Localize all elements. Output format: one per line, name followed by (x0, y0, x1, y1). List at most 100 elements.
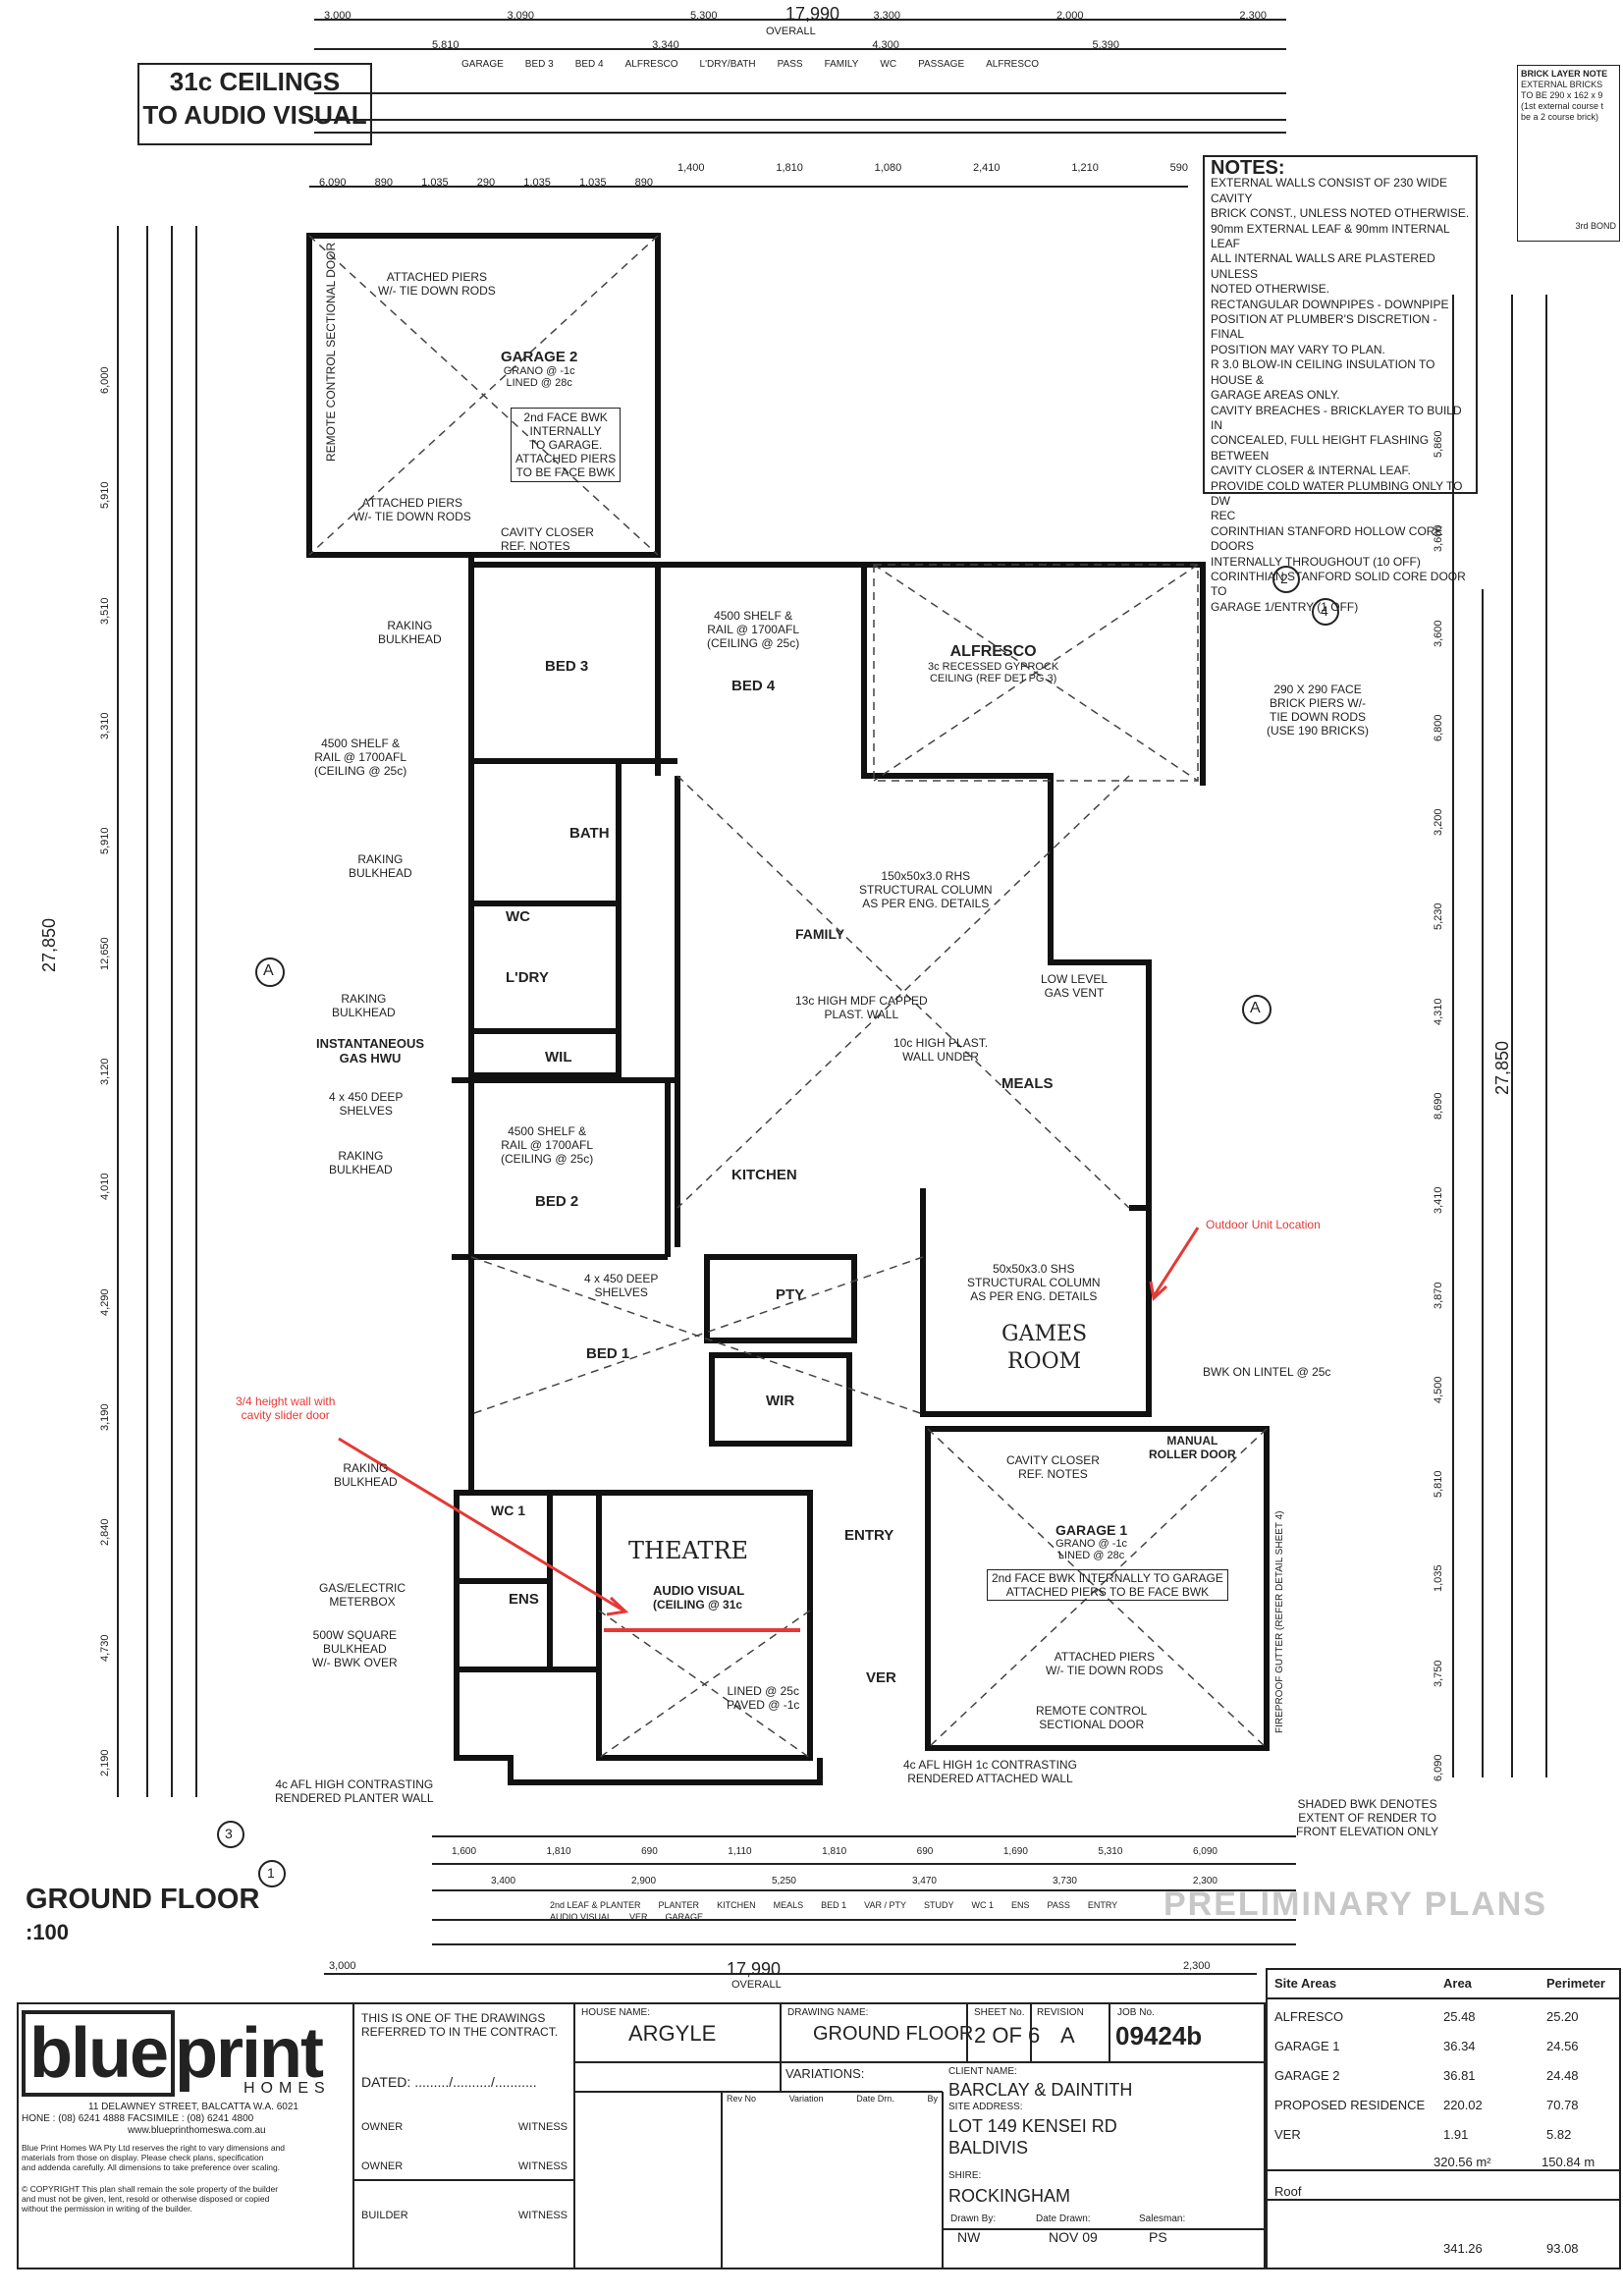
note-second-face-bwk: 2nd FACE BWK INTERNALLY TO GARAGE. ATTAC… (511, 408, 622, 482)
room-wir: WIR (766, 1393, 795, 1409)
shaded-bwk-2: EXTENT OF RENDER TO (1298, 1811, 1436, 1825)
company-web: www.blueprinthomeswa.com.au (128, 2125, 266, 2136)
bottom-outer-right: 2,300 (1183, 1960, 1211, 1972)
variation-col-3: By (927, 2094, 938, 2104)
elevation-marker-3: 3 (225, 1826, 233, 1841)
garage-dim-2: 1,035 (421, 177, 449, 189)
room-ldry: L'DRY (506, 969, 549, 986)
room-theatre: THEATRE (628, 1537, 749, 1564)
right-dim-0: 5,860 (1433, 430, 1444, 458)
mid-dim-1: 1,810 (776, 162, 803, 174)
disclaimer: Blue Print Homes WA Pty Ltd reserves the… (22, 2143, 285, 2172)
shelf-bed4-2: RAIL @ 1700AFL (707, 623, 799, 636)
right-dim-6: 4,310 (1433, 998, 1444, 1025)
shelf-bed2-2: RAIL @ 1700AFL (501, 1138, 593, 1152)
left-dim-12: 2,190 (99, 1749, 111, 1777)
garage-dim-4: 1,035 (523, 177, 551, 189)
deep-shelves-1b: SHELVES (339, 1104, 393, 1118)
audio-visual-name: AUDIO VISUAL (653, 1583, 745, 1598)
right-dim-8: 3,410 (1433, 1186, 1444, 1215)
site-area-total: 320.56 m² 150.84 m (1267, 2155, 1620, 2182)
note-remote-g1: REMOTE CONTROL SECTIONAL DOOR (1036, 1704, 1147, 1731)
overall-label-bottom: OVERALL (731, 1979, 782, 1991)
raking-2-a: RAKING (357, 852, 404, 866)
raking-2-b: BULKHEAD (349, 866, 412, 880)
room-bed-3: BED 3 (545, 658, 589, 675)
garage2-name: GARAGE 2 (501, 349, 578, 365)
raking-5-a: RAKING (343, 1461, 389, 1475)
attached-wall-2: RENDERED ATTACHED WALL (907, 1772, 1073, 1785)
bottom-dim2-3: 3,470 (911, 1876, 937, 1886)
room-bed-4: BED 4 (731, 678, 776, 694)
lined-paved-2: PAVED @ -1c (727, 1698, 800, 1712)
contract-note-1: THIS IS ONE OF THE DRAWINGS (361, 2011, 546, 2025)
manual-roller-1: MANUAL (1166, 1434, 1218, 1448)
right-dim-4: 3,200 (1433, 808, 1444, 837)
room-pty: PTY (776, 1286, 805, 1303)
bottom-dim2-1: 2,900 (630, 1876, 657, 1886)
right-dim-13: 3,750 (1433, 1660, 1444, 1687)
bottom-label-1: PLANTER (658, 1900, 700, 1910)
room-games: GAMES ROOM (1001, 1321, 1087, 1376)
square-bulkhead-3: W/- BWK OVER (312, 1656, 398, 1669)
bottom-label-9: PASS (1047, 1900, 1070, 1910)
note-outdoor-unit: Outdoor Unit Location (1206, 1218, 1321, 1231)
note-line-13: PROVIDE COLD WATER PLUMBING ONLY TO DW (1211, 478, 1463, 508)
note-shelf-bed4: 4500 SHELF & RAIL @ 1700AFL (CEILING @ 2… (707, 609, 799, 650)
garage1-name: GARAGE 1 (1055, 1522, 1128, 1538)
left-dim-8: 4,290 (99, 1288, 111, 1316)
brick-note-line-1: EXTERNAL BRICKS (1521, 80, 1603, 89)
shelf-bed4-3: (CEILING @ 25c) (707, 636, 800, 650)
deep-shelves-2a: 4 x 450 DEEP (584, 1272, 659, 1285)
bottom-dim2-4: 3,730 (1052, 1876, 1077, 1886)
note-line-9: GARAGE AREAS ONLY. (1211, 388, 1340, 403)
room-audio-visual: AUDIO VISUAL (CEILING @ 31c (653, 1583, 744, 1612)
site-area-roof-values: 341.26 93.08 (1267, 2241, 1620, 2269)
note-cavity-closer-g1: CAVITY CLOSER REF. NOTES (1006, 1453, 1100, 1481)
house-name-label: HOUSE NAME: (581, 2007, 651, 2018)
disclaimer-3: and addenda carefully. All dimensions to… (22, 2162, 281, 2172)
note-attached-piers-g1: ATTACHED PIERS W/- TIE DOWN RODS (1046, 1650, 1163, 1677)
right-dim-3: 6,800 (1433, 714, 1444, 741)
room-alfresco: ALFRESCO 3c RECESSED GYPROCK CEILING (RE… (928, 643, 1058, 684)
shire-name: ROCKINGHAM (948, 2186, 1071, 2206)
site-address: LOT 149 KENSEI RD BALDIVIS (948, 2115, 1117, 2159)
notes-lines: EXTERNAL WALLS CONSIST OF 230 WIDE CAVIT… (1211, 176, 1470, 615)
rhs-column-3: AS PER ENG. DETAILS (862, 897, 990, 910)
top-label-5: PASS (777, 59, 803, 70)
shs-column-1: 50x50x3.0 SHS (993, 1262, 1075, 1276)
note-line-10: CAVITY BREACHES - BRICKLAYER TO BUILD IN (1211, 403, 1462, 432)
bottom-dim-3: 1,110 (728, 1846, 752, 1857)
header-area: Area (1443, 1976, 1472, 1991)
manual-roller-2: ROLLER DOOR (1149, 1448, 1236, 1461)
shelf-bed3-1: 4500 SHELF & (321, 737, 401, 750)
square-bulkhead-1: 500W SQUARE (312, 1628, 398, 1642)
room-garage-2: GARAGE 2 GRANO @ -1c LINED @ 28c (501, 349, 577, 389)
note-low-gas-vent: LOW LEVEL GAS VENT (1041, 972, 1108, 1000)
sheet-number: 2 OF 6 (974, 2023, 1041, 2048)
right-dim-12: 1,035 (1433, 1564, 1444, 1593)
job-number: 09424b (1115, 2021, 1203, 2050)
red-annotations (338, 1227, 1200, 1632)
builder-label: BUILDER (361, 2210, 408, 2221)
note-line-8: R 3.0 BLOW-IN CEILING INSULATION TO HOUS… (1211, 357, 1435, 387)
alfresco-name: ALFRESCO (949, 643, 1037, 660)
second-face-1: 2nd FACE BWK (523, 410, 608, 424)
variation-col-0: Rev No (727, 2094, 757, 2104)
top-label-2: BED 4 (574, 59, 604, 70)
note-face-brick-piers: 290 X 290 FACE BRICK PIERS W/- TIE DOWN … (1267, 683, 1369, 738)
top-dim2-1: 3,340 (652, 39, 679, 51)
note-line-18: GARAGE 1/ENTRY (1 OFF) (1211, 599, 1359, 614)
right-dim-10: 4,500 (1433, 1376, 1444, 1403)
variations-label: VARIATIONS: (785, 2066, 865, 2081)
shire-label: SHIRE: (948, 2170, 982, 2181)
right-dim-2: 3,600 (1433, 620, 1444, 647)
top-label-3: ALFRESCO (624, 59, 678, 70)
dated-field[interactable]: DATED: ........./........../........... (361, 2074, 537, 2090)
note-attached-piers-bottom: ATTACHED PIERS W/- TIE DOWN RODS (353, 496, 471, 523)
note-manual-roller: MANUAL ROLLER DOOR (1149, 1434, 1236, 1461)
bottom-label-13: GARAGE (665, 1912, 704, 1922)
